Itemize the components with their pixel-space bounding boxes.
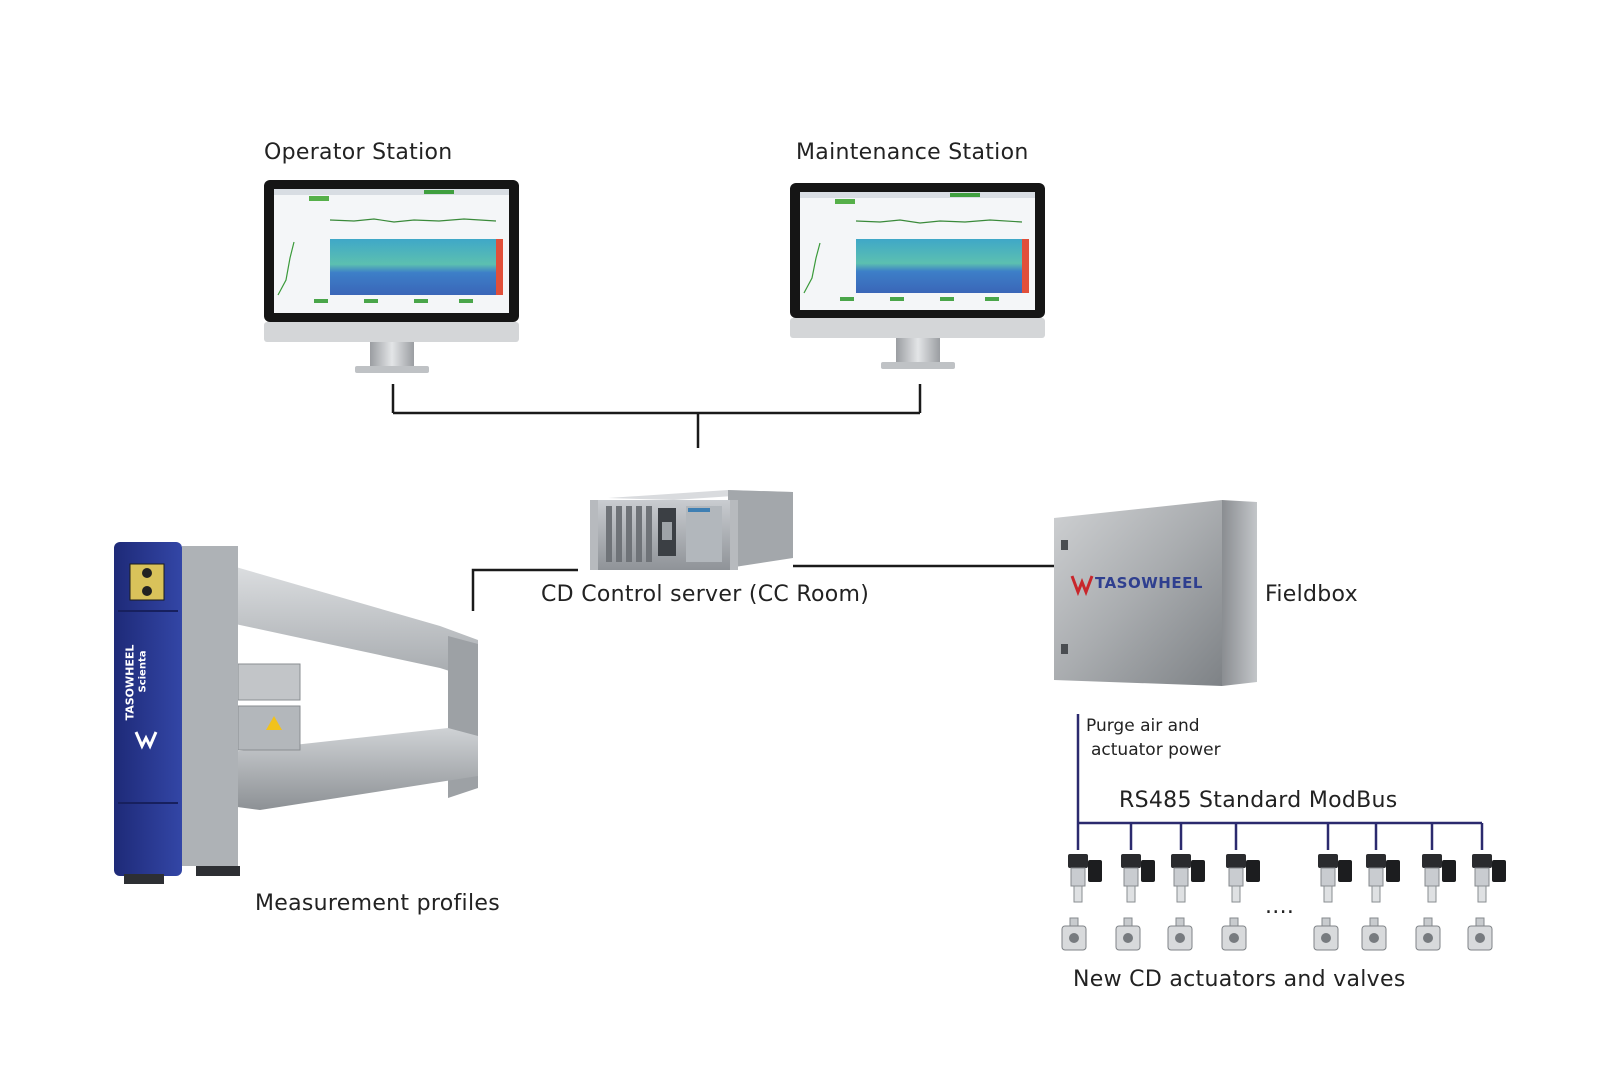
fieldbox-cabinet (1054, 500, 1257, 686)
actuators-valves-label: New CD actuators and valves (1073, 967, 1406, 992)
server-to-scanner-line (471, 568, 578, 611)
purge-air-label-line2: actuator power (1091, 740, 1221, 760)
cd-control-server-label: CD Control server (CC Room) (541, 582, 870, 607)
actuators-ellipsis: .... (1265, 894, 1295, 919)
actuator-group-right (1313, 853, 1507, 951)
measurement-scanner-frame (114, 542, 478, 884)
fieldbox-label: Fieldbox (1265, 582, 1358, 607)
tasowheel-logo-icon (1070, 575, 1094, 597)
maintenance-station-label: Maintenance Station (796, 140, 1029, 165)
scanner-brand-sub: Scienta (137, 650, 149, 693)
tasowheel-scanner-logo-icon (134, 731, 158, 750)
measurement-profiles-label: Measurement profiles (255, 891, 500, 916)
scanner-brand-logo: TASOWHEEL (123, 644, 137, 721)
operator-station-monitor (264, 180, 519, 373)
operator-station-label: Operator Station (264, 140, 453, 165)
actuator-group-left (1061, 853, 1261, 951)
rs485-bus-label: RS485 Standard ModBus (1119, 788, 1398, 813)
cd-control-server-unit (590, 490, 793, 570)
maintenance-station-monitor (790, 183, 1045, 369)
purge-air-label-line1: Purge air and (1086, 716, 1200, 736)
fieldbox-brand-logo: TASOWHEEL (1095, 574, 1203, 592)
